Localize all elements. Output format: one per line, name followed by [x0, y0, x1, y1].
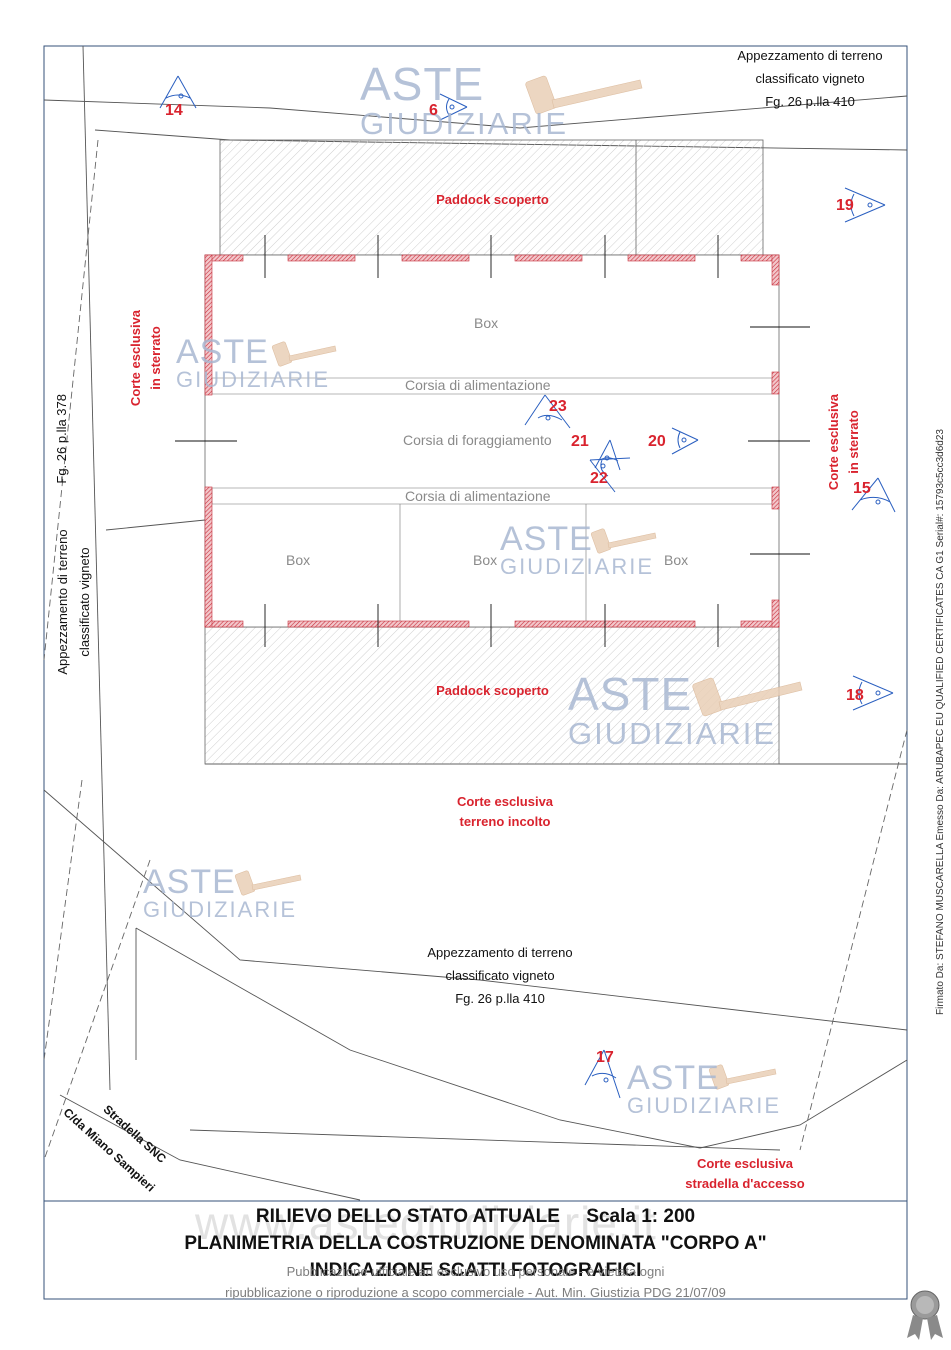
title-line: RILIEVO DELLO STATO ATTUALE Scala 1: 200 — [255, 1206, 696, 1227]
shot-number: 19 — [836, 197, 854, 214]
bottom-parcel-label: Appezzamento di terreno classificato vig… — [395, 941, 605, 1010]
box-bottom-left-label: Box — [286, 552, 311, 568]
corte-incolto-label: Corte esclusiva terreno incolto — [430, 792, 580, 832]
footer-line: ripubblicazione o riproduzione a scopo c… — [225, 1285, 726, 1300]
watermark-line2: GIUDIZIARIE — [360, 106, 569, 141]
corte-left-label: Corte esclusiva in sterrato — [126, 298, 166, 418]
watermark-line2: GIUDIZIARIE — [500, 554, 655, 579]
watermark-line2: GIUDIZIARIE — [143, 897, 298, 922]
publication-notice: Pubblicazione ufficiale ad esclusivo uso… — [44, 1261, 907, 1303]
digital-signature-text: Firmato Da: STEFANO MUSCARELLA Emesso Da… — [935, 429, 946, 1015]
watermark-line1: ASTE — [500, 520, 593, 558]
parcel-line: Fg. 26 p.lla 410 — [455, 991, 545, 1006]
corsia-foraggiamento-label: Corsia di foraggiamento — [403, 432, 552, 448]
sheet-frame — [43, 45, 908, 1300]
top-parcel-label: Appezzamento di terreno classificato vig… — [705, 44, 915, 113]
drawing-title: RILIEVO DELLO STATO ATTUALE Scala 1: 200… — [44, 1203, 907, 1284]
shot-number: 20 — [648, 433, 666, 450]
aste-watermark: ASTE GIUDIZIARIE — [627, 1061, 782, 1120]
parcel-line: classificato vigneto — [445, 968, 555, 983]
corte-line: stradella d'accesso — [685, 1176, 805, 1191]
shot-number: 18 — [846, 687, 864, 704]
paddock-top-area — [219, 139, 764, 256]
title-line: INDICAZIONE SCATTI FOTOGRAFICI — [309, 1260, 642, 1281]
watermark-line1: ASTE — [176, 333, 269, 371]
watermark-line1: ASTE — [568, 668, 693, 720]
shot-number: 22 — [590, 470, 608, 487]
corsia-alimentazione-bottom-label: Corsia di alimentazione — [405, 488, 551, 504]
aste-watermark: ASTE GIUDIZIARIE — [143, 865, 298, 924]
parcel-line: classificato vigneto — [77, 547, 92, 657]
watermark-line2: GIUDIZIARIE — [627, 1093, 782, 1118]
parcel-line: Fg. 26 p.lla 410 — [765, 94, 855, 109]
camera-view-icon — [159, 75, 896, 1099]
aste-watermark: ASTE GIUDIZIARIE — [568, 671, 777, 754]
paddock-bottom-label: Paddock scoperto — [436, 683, 549, 698]
shot-number: 14 — [165, 102, 183, 119]
parcel-line: Appezzamento di terreno — [427, 945, 573, 960]
dashed-lines — [43, 139, 908, 1161]
corsia-alimentazione-top-label: Corsia di alimentazione — [405, 377, 551, 393]
watermark-line2: GIUDIZIARIE — [176, 367, 331, 392]
shot-number: 15 — [853, 480, 871, 497]
parcel-line: Appezzamento di terreno — [737, 48, 883, 63]
aste-watermark: ASTE GIUDIZIARIE — [360, 61, 569, 144]
parcel-line: classificato vigneto — [755, 71, 865, 86]
footer-line: Pubblicazione ufficiale ad esclusivo uso… — [286, 1264, 665, 1279]
watermark-line1: ASTE — [360, 58, 485, 110]
site-watermark: www.astegiudiziarie.it — [195, 1197, 657, 1249]
watermark-line2: GIUDIZIARIE — [568, 716, 777, 751]
box-bottom-right-label: Box — [664, 552, 689, 568]
box-top-label: Box — [474, 315, 499, 331]
corte-line: Corte esclusiva — [826, 393, 841, 491]
corte-line: terreno incolto — [459, 814, 551, 829]
building-outline — [204, 254, 780, 628]
corte-accesso-label: Corte esclusiva stradella d'accesso — [665, 1154, 825, 1194]
corte-line: Corte esclusiva — [128, 309, 143, 407]
shot-number: 17 — [596, 1049, 614, 1066]
paddock-top-label: Paddock scoperto — [436, 192, 549, 207]
parcel-line: Appezzamento di terreno — [55, 529, 70, 675]
title-line: PLANIMETRIA DELLA COSTRUZIONE DENOMINATA… — [184, 1233, 767, 1254]
shot-number: 6 — [429, 102, 438, 119]
aste-watermark: ASTE GIUDIZIARIE — [176, 335, 331, 394]
gate-ticks — [175, 235, 810, 647]
box-bottom-mid-label: Box — [473, 552, 498, 568]
corte-line: Corte esclusiva — [456, 794, 554, 809]
watermark-line1: ASTE — [627, 1059, 720, 1097]
seal-icon — [907, 1290, 943, 1340]
shot-number: 21 — [571, 433, 589, 450]
aste-watermark: ASTE GIUDIZIARIE — [500, 522, 655, 581]
left-parcel-label-2: Appezzamento di terreno classificato vig… — [52, 507, 96, 697]
gavel-icon — [234, 75, 803, 1090]
watermark-line1: ASTE — [143, 863, 236, 901]
corte-line: Corte esclusiva — [696, 1156, 794, 1171]
corte-line: in sterrato — [148, 326, 163, 390]
shot-number: 23 — [549, 398, 567, 415]
